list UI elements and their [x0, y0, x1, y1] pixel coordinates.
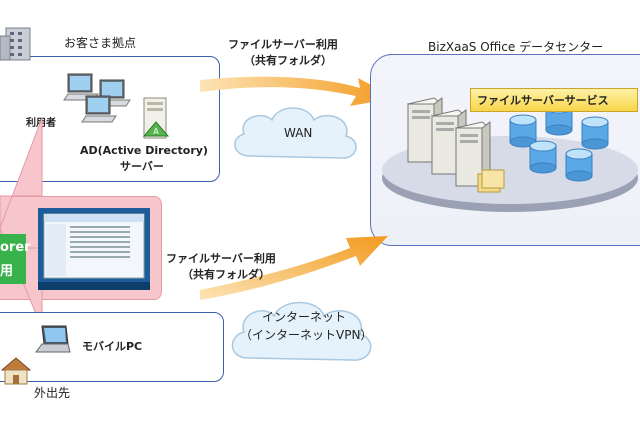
datacenter-title: BizXaaS Office データセンター — [428, 40, 604, 54]
top-link-line2: （共有フォルダ） — [244, 54, 332, 67]
building-icon — [0, 27, 31, 61]
internet-label-line2: （インターネットVPN） — [240, 328, 373, 342]
internet-cloud-icon — [231, 301, 372, 361]
file-server-service-label: ファイルサーバーサービス — [470, 88, 638, 112]
explorer-text-line1: orer — [0, 240, 31, 255]
bottom-link-line1: ファイルサーバー利用 — [166, 252, 276, 265]
house-icon — [0, 357, 32, 385]
remote-place-label: 外出先 — [34, 386, 71, 400]
ad-server-icon: A — [142, 97, 170, 139]
mobile-pc-label: モバイルPC — [82, 340, 143, 353]
desktop-pc-icon — [81, 95, 117, 123]
shared-folder-icon — [477, 169, 505, 193]
storage-disk-icon — [509, 102, 609, 182]
file-server-access-arrow — [200, 76, 396, 106]
wan-cloud-icon — [234, 107, 357, 159]
ad-label-line1: AD(Active Directory) — [80, 144, 208, 157]
svg-text:A: A — [153, 127, 159, 136]
ad-label-line2: サーバー — [120, 160, 164, 173]
customer-site-title: お客さま拠点 — [64, 36, 137, 50]
internet-label-line1: インターネット — [262, 310, 347, 324]
laptop-icon — [35, 325, 71, 353]
wan-label: WAN — [284, 126, 313, 140]
mobile-file-access-arrow — [200, 236, 388, 300]
explorer-banner — [0, 234, 26, 284]
top-link-line1: ファイルサーバー利用 — [228, 38, 338, 51]
explorer-window-screenshot — [38, 208, 150, 290]
bottom-link-line2: （共有フォルダ） — [182, 268, 270, 281]
remote-site-box — [0, 312, 224, 382]
explorer-text-line2: 用 — [0, 264, 14, 279]
